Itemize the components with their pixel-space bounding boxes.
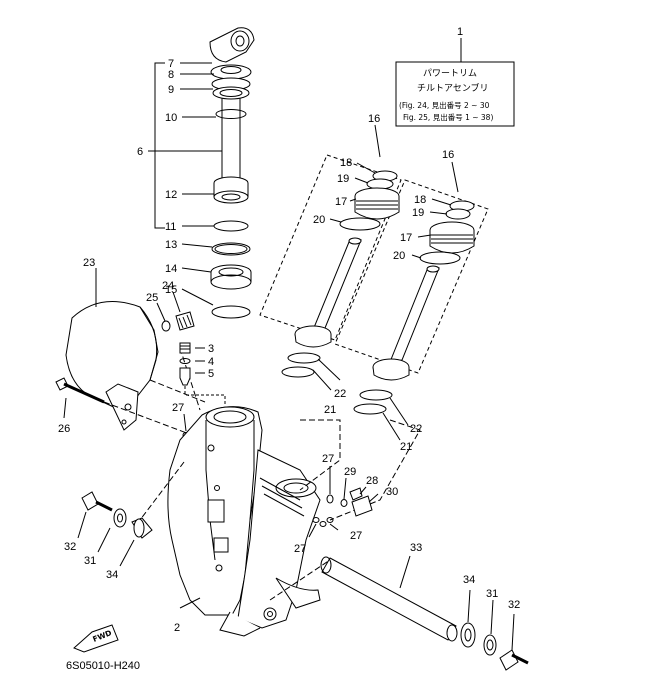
part-number-5: 5 [208, 368, 214, 380]
part-number-32-b: 32 [508, 599, 520, 611]
part-number-8: 8 [168, 69, 174, 81]
callout-ref-line1: (Fig. 24, 見出番号 2 ~ 30 [399, 100, 490, 110]
part-number-labels: 7 8 9 10 6 12 11 13 14 15 23 24 25 3 4 5… [58, 58, 520, 634]
part-number-27-d: 27 [294, 543, 306, 555]
tilt-ram-kit [259, 124, 489, 441]
part-number-20-b: 20 [393, 250, 405, 262]
part-number-19-a: 19 [337, 173, 349, 185]
part-number-27-a: 27 [172, 402, 184, 414]
part-number-3: 3 [208, 343, 214, 355]
part-number-18-b: 18 [414, 194, 426, 206]
part-number-4: 4 [208, 356, 214, 368]
part-number-28: 28 [366, 475, 378, 487]
part-number-22-a: 22 [334, 388, 346, 400]
part-number-31-b: 31 [486, 588, 498, 600]
tilt-tube-hardware [77, 491, 529, 671]
part-number-15: 15 [165, 284, 177, 296]
part-number-27-c: 27 [350, 530, 362, 542]
part-number-10: 10 [165, 112, 177, 124]
part-number-12: 12 [165, 189, 177, 201]
assembly-callout: 1 パワートリム チルトアセンブリ (Fig. 24, 見出番号 2 ~ 30 … [395, 26, 515, 127]
part-number-27-b: 27 [322, 453, 334, 465]
part-number-9: 9 [168, 84, 174, 96]
drawing-code: 6S05010-H240 [66, 660, 140, 672]
forward-direction-arrow [73, 624, 119, 653]
part-number-7: 7 [168, 58, 174, 70]
part-number-13: 13 [165, 239, 177, 251]
callout-title-line1: パワートリム [423, 68, 477, 79]
callout-ref-line2: Fig. 25, 見出番号 1 ~ 38) [403, 112, 493, 122]
part-number-32-a: 32 [64, 541, 76, 553]
part-number-23: 23 [83, 257, 95, 269]
part-number-6: 6 [137, 146, 143, 158]
part-number-22-b: 22 [410, 423, 422, 435]
part-number-17-b: 17 [400, 232, 412, 244]
part-number-34-b: 34 [463, 574, 475, 586]
part-number-19-b: 19 [412, 207, 424, 219]
part-number-2: 2 [174, 622, 180, 634]
part-number-34-a: 34 [106, 569, 118, 581]
part-number-17-a: 17 [335, 196, 347, 208]
part-number-16-a: 16 [368, 113, 380, 125]
valve-parts [179, 342, 226, 438]
part-number-1: 1 [457, 26, 463, 38]
part-number-29: 29 [344, 466, 356, 478]
part-number-33: 33 [410, 542, 422, 554]
part-number-21-a: 21 [324, 404, 336, 416]
swivel-bracket [139, 406, 421, 637]
tilt-cylinder-rod [148, 27, 255, 319]
part-number-31-a: 31 [84, 555, 96, 567]
part-number-24: 24 [162, 280, 174, 292]
bracket-cover [55, 268, 206, 439]
part-number-25: 25 [146, 292, 158, 304]
part-number-21-b: 21 [400, 441, 412, 453]
part-number-18-a: 18 [340, 157, 352, 169]
part-number-30: 30 [386, 486, 398, 498]
fitting-parts [308, 466, 379, 538]
part-number-26: 26 [58, 423, 70, 435]
part-number-11: 11 [165, 221, 176, 233]
callout-title-line2: チルトアセンブリ [417, 82, 489, 94]
part-number-20-a: 20 [313, 214, 325, 226]
part-number-14: 14 [165, 263, 177, 275]
part-number-16-b: 16 [442, 149, 454, 161]
